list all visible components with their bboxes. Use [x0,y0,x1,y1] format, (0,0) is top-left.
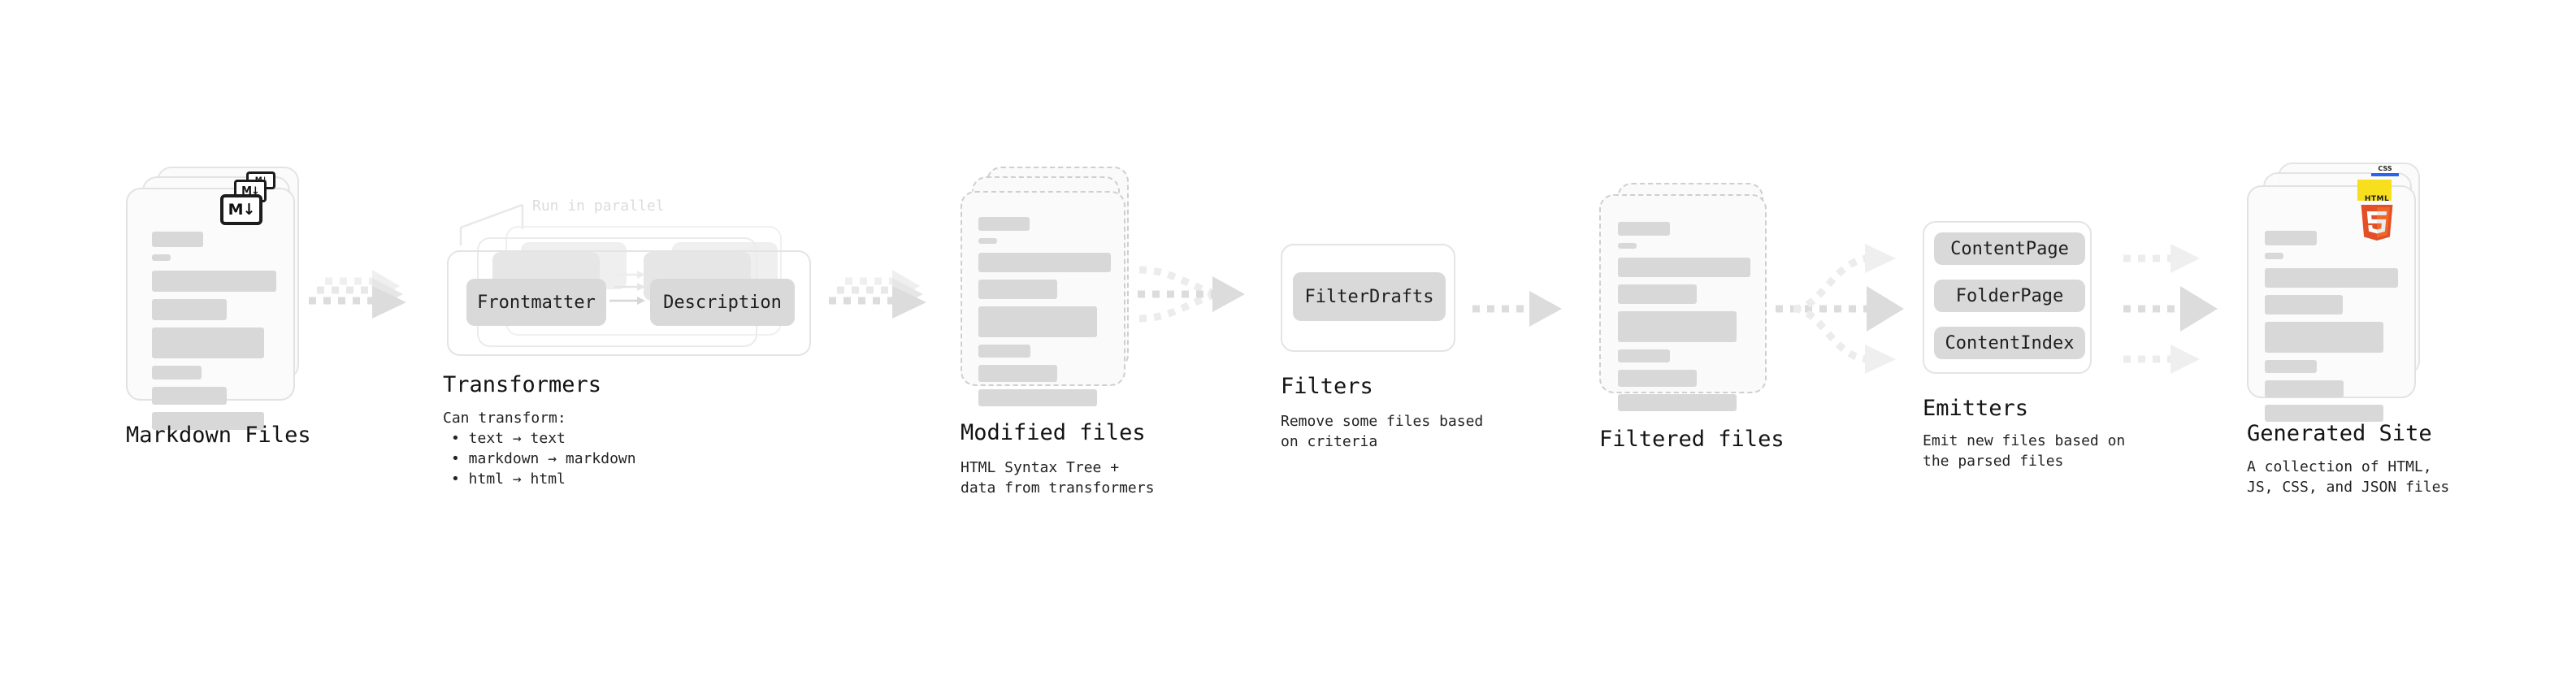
file-placeholder-bars [1618,222,1750,419]
filter-chip-filterdrafts[interactable]: FilterDrafts [1293,272,1446,321]
css-icon-underline [2371,173,2399,176]
file-placeholder-bars [978,217,1111,414]
transformers-bullet-3: • html → html [451,471,566,488]
stage-label-markdown-files: Markdown Files [126,423,311,448]
emitter-chip-folderpage[interactable]: FolderPage [1934,280,2085,312]
transformer-chip-description[interactable]: Description [650,279,795,326]
stage-label-transformers: Transformers [443,372,602,397]
modified-file-stack [961,167,1135,406]
stage-label-modified-files: Modified files [961,420,1146,445]
emitter-chip-label: FolderPage [1955,285,2064,306]
markdown-icon: M↓ [220,194,262,225]
emitters-group: ContentPage FolderPage ContentIndex [1923,221,2092,374]
stage-label-emitters: Emitters [1923,396,2029,421]
filter-chip-label: FilterDrafts [1304,286,1434,307]
transformers-bullet-2: • markdown → markdown [451,450,636,467]
file-sheet-front [2247,185,2416,422]
js-icon [2357,180,2392,201]
file-sheet-front [126,188,295,430]
modified-files-subtitle-1: HTML Syntax Tree + [961,459,1120,476]
stage-filtered-files: Filtered files [1599,183,1785,452]
transformer-chip-label: Description [663,292,782,313]
transformers-bullet-1: • text → text [451,430,566,447]
html5-icon: HTML [2357,195,2396,241]
markdown-icon-label: M↓ [241,184,260,197]
modified-files-subtitle-2: data from transformers [961,479,1155,497]
parallel-leader-line [459,203,524,245]
parallel-note: Run in parallel [532,197,665,215]
generated-site-subtitle-2: JS, CSS, and JSON files [2247,479,2450,496]
connector-transformers-to-modified [829,270,926,319]
connector-filtered-to-emitters [1776,244,1904,374]
emitter-chip-label: ContentPage [1950,238,2069,259]
connector-emitters-to-site [2123,244,2218,374]
transformers-intro: Can transform: [443,410,566,427]
css-icon: CSS [2371,166,2399,179]
transformer-chip-label: Frontmatter [477,292,596,313]
filtered-file-stack [1599,183,1774,419]
generated-site-subtitle-1: A collection of HTML, [2247,458,2432,475]
file-placeholder-bars [2265,231,2398,429]
stage-modified-files: Modified files HTML Syntax Tree + data f… [961,167,1154,497]
file-placeholder-bars [152,232,276,437]
transformer-group-front: Frontmatter Description [447,250,811,356]
connector-filters-to-filtered [1472,291,1562,327]
css-icon-label: CSS [2378,165,2392,172]
markdown-file-stack: M↓ M↓ M↓ [126,167,301,430]
stage-markdown-files: M↓ M↓ M↓ Markdown Files [126,167,311,448]
html5-shield-glyph [2361,205,2393,241]
transformer-chip-frontmatter[interactable]: Frontmatter [466,279,606,326]
markdown-icon-label: M↓ [228,200,256,219]
emitter-chip-label: ContentIndex [1945,332,2075,354]
stage-generated-site: CSS HTML Generated Site A collection of … [2247,163,2449,496]
filters-subtitle-1: Remove some files based [1281,413,1484,430]
connector-modified-to-filters [1138,266,1245,323]
generated-site-stack: CSS HTML [2247,163,2434,422]
emitter-chip-contentpage[interactable]: ContentPage [1934,232,2085,265]
file-sheet-front [1599,194,1767,411]
emitters-subtitle-2: the parsed files [1923,453,2064,470]
filters-subtitle-2: on criteria [1281,433,1378,450]
stage-label-filtered-files: Filtered files [1599,427,1785,452]
connector-markdown-to-transformers [309,270,406,319]
stage-label-generated-site: Generated Site [2247,421,2432,446]
html5-icon-label: HTML [2364,195,2390,203]
stage-label-filters: Filters [1281,374,1373,399]
transformer-inner-arrows [609,271,645,305]
emitters-subtitle-1: Emit new files based on [1923,432,2126,449]
emitter-chip-contentindex[interactable]: ContentIndex [1934,327,2085,359]
filters-group: FilterDrafts [1281,244,1455,352]
file-sheet-front [961,191,1125,406]
